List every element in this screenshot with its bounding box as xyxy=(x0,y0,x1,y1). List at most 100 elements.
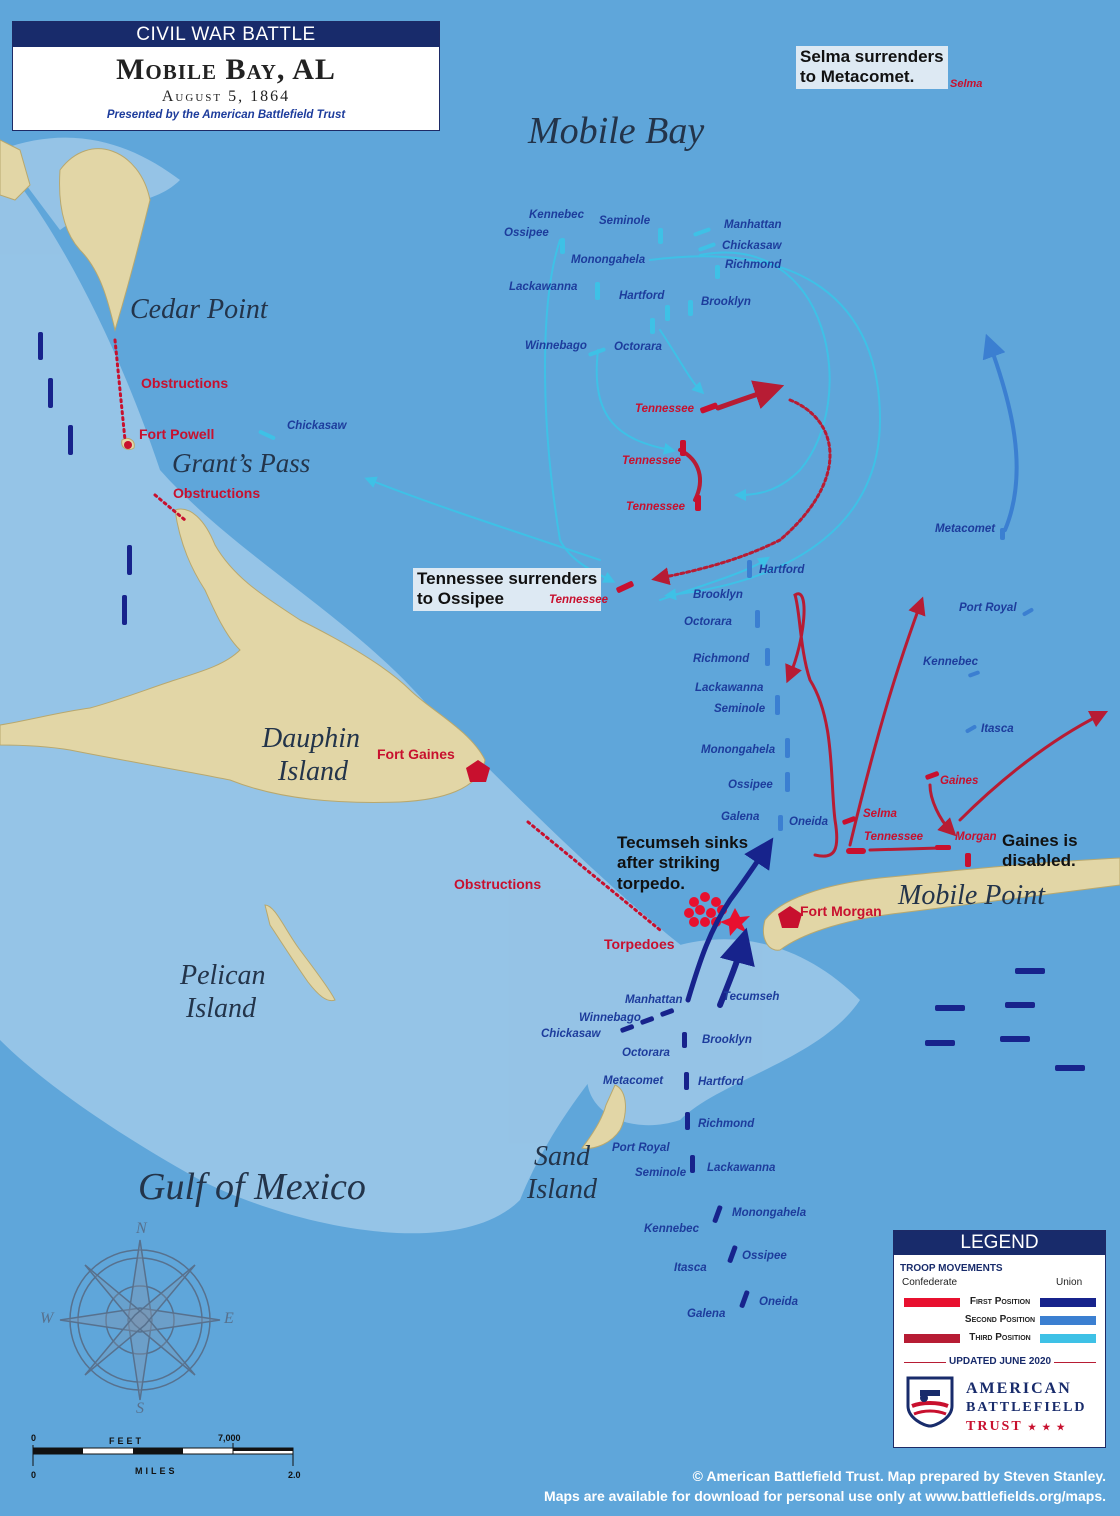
union-third-ships xyxy=(258,227,720,440)
ship-label: Ossipee xyxy=(742,1250,787,1262)
ship-label-confederate: Tennessee xyxy=(626,501,686,513)
ship-label: Itasca xyxy=(674,1262,707,1274)
ship-label: Chickasaw xyxy=(722,240,782,252)
ship-label: Kennebec xyxy=(923,656,978,668)
place-pelican-line1: Pelican xyxy=(180,960,266,991)
scale-miles-label: MILES xyxy=(135,1466,178,1476)
compass-rose xyxy=(59,1239,221,1401)
ship-label: Itasca xyxy=(981,723,1014,735)
scale-miles-zero: 0 xyxy=(31,1470,37,1480)
map-date: August 5, 1864 xyxy=(161,88,291,105)
ship-label-confederate: Selma xyxy=(863,808,897,820)
ship-label: Manhattan xyxy=(625,994,683,1006)
legend: LEGEND TROOP MOVEMENTS Confederate Union… xyxy=(893,1230,1106,1448)
ship-label: Oneida xyxy=(759,1296,798,1308)
legend-first-label: First Position xyxy=(969,1296,1031,1307)
note-selma-line2: to Metacomet. xyxy=(800,67,915,87)
legend-swatch-union-second xyxy=(1040,1316,1096,1325)
ship-label: Brooklyn xyxy=(701,296,751,308)
scale-feet-label: FEET xyxy=(109,1436,145,1446)
legend-second-label: Second Position xyxy=(964,1314,1036,1325)
fort-gaines-icon xyxy=(466,760,490,782)
ship-label: Brooklyn xyxy=(702,1034,752,1046)
place-gulf-of-mexico: Gulf of Mexico xyxy=(138,1166,366,1208)
ship-label: Winnebago xyxy=(525,340,587,352)
ship-label: Hartford xyxy=(698,1076,744,1088)
ship-label: Lackawanna xyxy=(707,1162,776,1174)
ship-label: Seminole xyxy=(599,215,651,227)
map-credit: Presented by the American Battlefield Tr… xyxy=(106,109,346,121)
compass-east: E xyxy=(224,1310,234,1327)
ship-label-confederate: Tennessee xyxy=(635,403,695,415)
place-mobile-bay: Mobile Bay xyxy=(528,110,705,152)
place-sand-line1: Sand xyxy=(534,1141,590,1172)
ship-label: Oneida xyxy=(789,816,828,828)
legend-row-first: First Position xyxy=(904,1296,1096,1308)
abt-logo-trust: TRUST xyxy=(966,1419,1023,1434)
place-dauphin-line1: Dauphin xyxy=(262,723,360,754)
note-tecumseh-line2: after striking xyxy=(617,853,720,873)
ship-label-confederate: Tennessee xyxy=(622,455,682,467)
label-fort-powell: Fort Powell xyxy=(139,426,215,442)
ship-label: Seminole xyxy=(714,703,766,715)
ship-label: Ossipee xyxy=(504,227,549,239)
ship-label: Galena xyxy=(687,1308,726,1320)
scale-feet-max: 7,000 xyxy=(218,1433,241,1443)
abt-logo-line3: TRUST ★ ★ ★ xyxy=(966,1417,1087,1437)
note-gaines: Gaines is disabled. xyxy=(1002,831,1078,872)
note-gaines-line1: Gaines is xyxy=(1002,831,1078,850)
ship-label: Monongahela xyxy=(732,1207,807,1219)
note-selma-line1: Selma surrenders xyxy=(800,47,944,66)
legend-title: LEGEND xyxy=(894,1231,1105,1255)
place-sand-line2: Island xyxy=(527,1174,597,1205)
obstruction-lines xyxy=(113,338,662,932)
note-gaines-line2: disabled. xyxy=(1002,851,1076,871)
legend-troop-movements: TROOP MOVEMENTS xyxy=(900,1263,1003,1274)
label-fort-gaines: Fort Gaines xyxy=(377,746,455,762)
place-grants-pass: Grant’s Pass xyxy=(172,448,311,478)
copyright-footer: © American Battlefield Trust. Map prepar… xyxy=(544,1466,1106,1506)
ship-label: Metacomet xyxy=(603,1075,664,1087)
title-box: CIVIL WAR BATTLE Mobile Bay, AL August 5… xyxy=(12,21,440,131)
note-tennessee-line1: Tennessee surrenders xyxy=(417,569,598,588)
legend-swatch-union-third xyxy=(1040,1334,1096,1343)
scale-feet-zero: 0 xyxy=(31,1433,37,1443)
label-fort-morgan: Fort Morgan xyxy=(800,903,882,919)
ship-label: Kennebec xyxy=(644,1223,699,1235)
ship-label: Richmond xyxy=(725,259,782,271)
abt-logo-line2: BATTLEFIELD xyxy=(966,1400,1087,1415)
ship-label: Port Royal xyxy=(959,602,1017,614)
title-band: CIVIL WAR BATTLE xyxy=(13,22,439,47)
abt-logo-text: AMERICAN BATTLEFIELD TRUST ★ ★ ★ xyxy=(966,1379,1087,1437)
land-dauphin xyxy=(0,508,486,803)
union-second-ships xyxy=(747,528,1034,831)
label-obstructions-1: Obstructions xyxy=(141,375,229,391)
ship-label: Octorara xyxy=(614,341,662,353)
fort-morgan-icon xyxy=(778,906,802,928)
ship-label: Chickasaw xyxy=(287,420,347,432)
abt-logo-line1: AMERICAN xyxy=(966,1380,1072,1397)
ship-label: Seminole xyxy=(635,1167,687,1179)
ship-label: Brooklyn xyxy=(693,589,743,601)
legend-confederate: Confederate xyxy=(902,1277,958,1288)
ship-label: Winnebago xyxy=(579,1012,641,1024)
ship-label-confederate: Morgan xyxy=(955,831,997,843)
compass-south: S xyxy=(136,1400,144,1417)
ship-markers xyxy=(38,72,1085,1308)
note-selma: Selma surrenders to Metacomet. xyxy=(796,46,948,89)
ship-label: Monongahela xyxy=(701,744,776,756)
ship-label: Octorara xyxy=(622,1047,670,1059)
movement-arrows xyxy=(364,239,1109,1008)
note-tecumseh-line1: Tecumseh sinks xyxy=(617,833,749,852)
note-tecumseh-line3: torpedo. xyxy=(617,873,685,893)
ship-label: Kennebec xyxy=(529,209,584,221)
legend-row-second: Second Position xyxy=(904,1314,1096,1326)
ship-label: Ossipee xyxy=(728,779,773,791)
land-mobile-point xyxy=(763,857,1120,951)
abt-logo-stars: ★ ★ ★ xyxy=(1027,1422,1067,1432)
ship-label: Richmond xyxy=(693,653,750,665)
land-pelican xyxy=(264,904,336,1002)
compass-north: N xyxy=(136,1220,147,1237)
ship-label: Octorara xyxy=(684,616,732,628)
copyright-line2: Maps are available for download for pers… xyxy=(544,1488,1106,1504)
